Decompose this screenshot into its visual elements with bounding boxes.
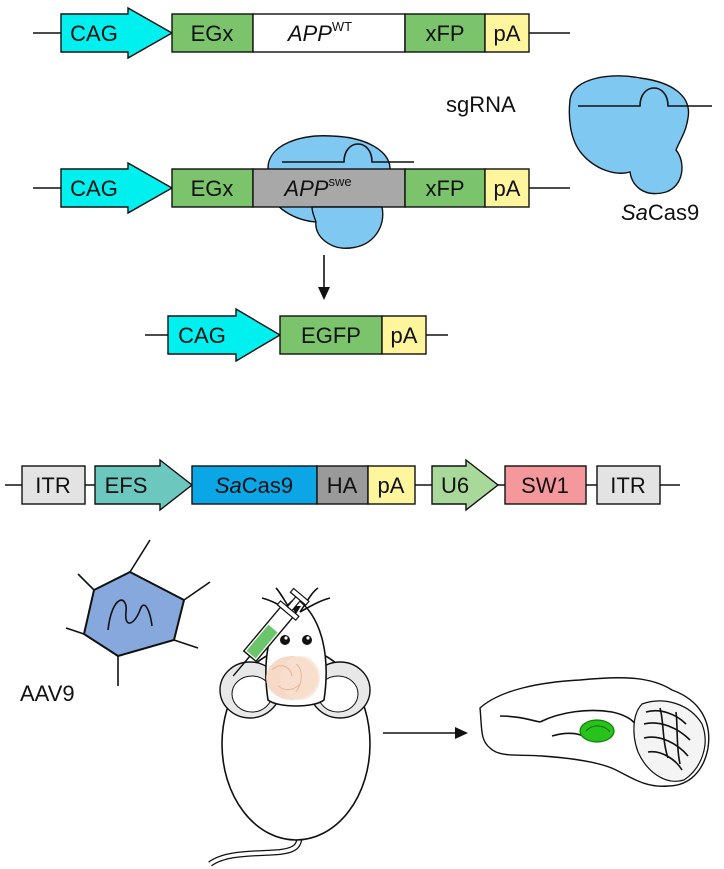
efs-label: EFS (105, 473, 148, 498)
syringe-icon (232, 587, 310, 677)
sw1-label: SW1 (521, 473, 569, 498)
u6-label: U6 (441, 473, 469, 498)
cag-promoter-arrow (167, 307, 282, 363)
cag-label: CAG (70, 176, 118, 201)
polya-block (381, 315, 427, 355)
construct-egfp: CAG EGFP pA (145, 307, 448, 363)
cag-label: CAG (178, 323, 226, 348)
sacas9-block-label: SaCas9 (215, 473, 293, 498)
egfp-label: EGFP (301, 323, 361, 348)
polya-block (484, 168, 530, 208)
itr-right-label: ITR (610, 473, 645, 498)
sgrna-cas9-complex: sgRNA SaCas9 (446, 75, 712, 225)
itr-left-label: ITR (35, 473, 70, 498)
xfp-label: xFP (425, 176, 464, 201)
xfp-label: xFP (425, 21, 464, 46)
egx-exon (171, 168, 254, 208)
egx-label: EGx (191, 176, 234, 201)
polya-block (367, 465, 416, 505)
egx-exon (171, 13, 254, 53)
brain-icon (266, 656, 320, 700)
mouse-icon (208, 587, 371, 867)
construct-app-wt: CAG EGx APPWT xFP pA (33, 6, 570, 60)
polya-label: pA (391, 323, 418, 348)
construct-app-swe: CAG EGx APPswe xFP pA (33, 135, 570, 249)
brain-section-icon (479, 677, 710, 787)
cas9-lobe-front (311, 206, 384, 249)
cag-promoter-arrow (60, 6, 174, 60)
polya-label: pA (494, 21, 521, 46)
sw1-guide-block (504, 465, 587, 505)
app-wt-label: APPWT (286, 19, 352, 46)
efs-promoter-arrow (94, 458, 194, 512)
sgrna-label: sgRNA (446, 92, 516, 117)
arrow-right-icon (383, 727, 468, 739)
arrow-down-icon (318, 255, 330, 300)
sacas9-label: SaCas9 (621, 200, 699, 225)
aav9-label: AAV9 (20, 681, 75, 706)
polya-label: pA (378, 473, 405, 498)
ha-tag-block (316, 465, 369, 505)
cag-promoter-arrow (60, 161, 174, 215)
itr-right-block (596, 465, 661, 505)
polya-block (484, 13, 530, 53)
sgrna-strand (578, 87, 712, 107)
polya-label: pA (494, 176, 521, 201)
virus-capsid-icon (65, 539, 211, 686)
u6-promoter-arrow (431, 458, 500, 512)
egx-label: EGx (191, 21, 234, 46)
itr-left-block (21, 465, 86, 505)
sgrna-strand-bound (282, 143, 414, 163)
app-wt-block (252, 13, 406, 53)
ha-label: HA (327, 473, 358, 498)
sacas9-block (191, 465, 318, 505)
aav-vector-construct: ITR EFS SaCas9 HA pA U6 SW1 ITR (5, 458, 680, 512)
egfp-block (279, 315, 383, 355)
cag-label: CAG (70, 21, 118, 46)
cas9-protein-shape (568, 75, 690, 195)
xfp-exon (404, 13, 486, 53)
app-swe-label: APPswe (282, 174, 351, 201)
